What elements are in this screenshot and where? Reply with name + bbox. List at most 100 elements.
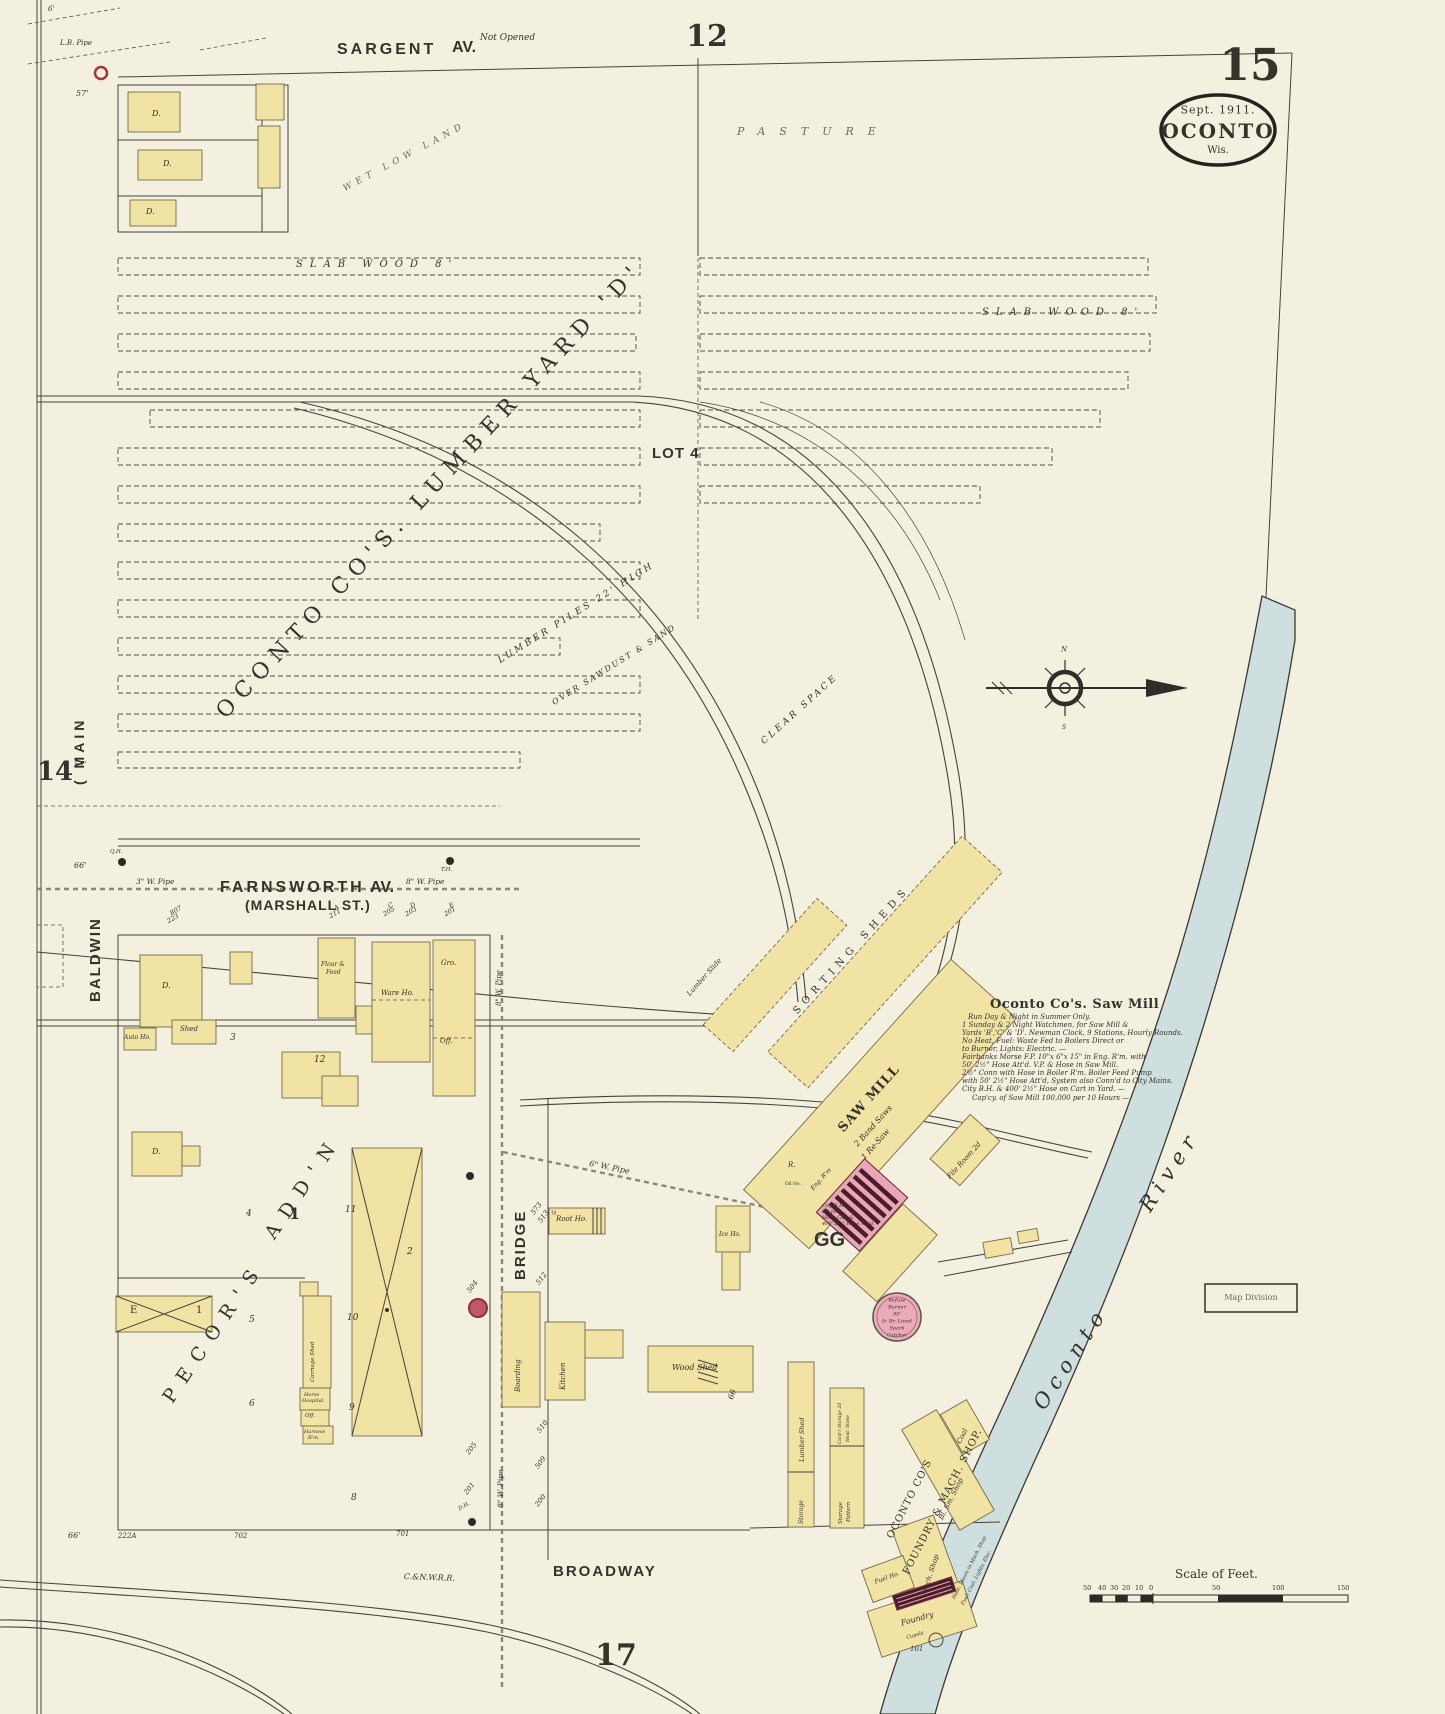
house-number: 205 bbox=[381, 904, 397, 919]
stamp-state: Wis. bbox=[1207, 145, 1229, 156]
pipe-label: 3" W. Pipe bbox=[136, 877, 175, 886]
building-label-warehouse: Ware Ho. bbox=[381, 989, 414, 997]
lot-number: 12 bbox=[314, 1055, 326, 1065]
story-mark: ½ bbox=[551, 1210, 557, 1217]
building-label-machine-shop: Mach. Shop bbox=[920, 1553, 941, 1597]
building-label-foundry: Foundry bbox=[899, 1609, 935, 1628]
sawmill-note-line: Fairbanks Morse F.P. 10"x 6"x 15" in Eng… bbox=[962, 1053, 1146, 1061]
hydrant-dot bbox=[446, 857, 454, 865]
house-number: 509 bbox=[533, 1454, 548, 1471]
hydrant-label: Q.H. bbox=[110, 849, 123, 855]
house-number: 201 bbox=[462, 1480, 477, 1497]
sawmill-note-line: 2½" Conn with Hose in Boiler R'm. Boiler… bbox=[962, 1069, 1152, 1077]
building-label-flour-1: Flour & bbox=[321, 961, 345, 968]
building-label-grocery: Gro. bbox=[441, 959, 457, 967]
building-label-cupola: Cupola bbox=[905, 1630, 925, 1641]
city-bh-note: Oil Ho. bbox=[822, 1209, 840, 1215]
building-label-shed: Shed bbox=[180, 1025, 198, 1033]
lot-number: 9 bbox=[349, 1403, 355, 1413]
building-label-lumber-slide: Lumber Slide bbox=[685, 956, 724, 998]
foundry-complex bbox=[860, 1398, 995, 1658]
compass-rose bbox=[986, 660, 1188, 716]
sawmill-note-line: with 50' 2½" Hose Att'd, System also Con… bbox=[962, 1077, 1173, 1085]
street-baldwin: BALDWIN bbox=[87, 917, 104, 1002]
street-broadway: BROADWAY bbox=[553, 1563, 657, 1580]
house-number: 205 bbox=[464, 1440, 479, 1457]
building-label-auto-house: Auto Ho. bbox=[124, 1034, 151, 1041]
building-label-sorting-sheds: SORTING SHEDS bbox=[791, 883, 913, 1017]
street-sargent-av: AV. bbox=[452, 39, 477, 56]
building-label-wood-shed: Wood Shed bbox=[672, 1363, 718, 1372]
area-lot-4: LOT 4 bbox=[652, 445, 700, 462]
river-name-2: River bbox=[1134, 1125, 1205, 1216]
compass-north: N bbox=[1060, 645, 1068, 654]
house-number: 203 bbox=[403, 904, 419, 919]
pipe-label: 6" W. Pipe bbox=[588, 1159, 631, 1176]
lumber-pile-rows bbox=[37, 257, 1157, 807]
building-label-horse-hospital-1: Horse bbox=[304, 1392, 320, 1398]
house-number: 512 bbox=[534, 1270, 549, 1287]
street-bridge: BRIDGE bbox=[512, 1209, 529, 1280]
building-label-flour-2: Feed bbox=[326, 969, 341, 976]
dwelling-label: D. bbox=[146, 207, 155, 216]
hydrant-label: T.H. bbox=[441, 867, 453, 873]
house-number: 510 bbox=[535, 1418, 550, 1435]
scale-tick: 100 bbox=[1272, 1584, 1285, 1592]
pipe-label: 8" W. Pipe bbox=[406, 877, 445, 886]
building-label-file-room: File Room 2d bbox=[945, 1140, 983, 1181]
city-bh-note: Hose Cart & bbox=[822, 1215, 854, 1221]
sawmill-note-line: 1 Sunday & 2 Night Watchmen, for Saw Mil… bbox=[962, 1021, 1129, 1029]
building-label-harness-1: Harness bbox=[304, 1429, 326, 1435]
area-slab-wood-right: SLAB WOOD 8' bbox=[982, 307, 1145, 318]
house-number: 701 bbox=[396, 1530, 410, 1538]
scale-tick: 40 bbox=[1098, 1584, 1107, 1592]
block-number: 1 bbox=[289, 1204, 301, 1223]
width-mark: 66' bbox=[74, 861, 87, 870]
scale-tick: 50 bbox=[1083, 1584, 1092, 1592]
building-label-horse-hospital-2: Hospital bbox=[302, 1398, 324, 1404]
refuse-burner-label: Refuse bbox=[888, 1297, 906, 1304]
sawmill-note-line: Yards 'B','C' & 'D'. Newman Clock, 9 Sta… bbox=[962, 1029, 1183, 1037]
scale-title: Scale of Feet. bbox=[1175, 1567, 1258, 1581]
building-label-office: Off. bbox=[440, 1037, 453, 1045]
buildings bbox=[115, 83, 865, 1529]
lot-number: 4 bbox=[246, 1209, 252, 1219]
map-division-stamp: Map Division bbox=[1224, 1293, 1278, 1302]
building-label-engine-room: Eng. R'm bbox=[809, 1166, 834, 1193]
stamp-city: OCONTO bbox=[1161, 119, 1275, 143]
sawmill-note-line: No Heat, Fuel: Waste Fed to Boilers Dire… bbox=[962, 1037, 1124, 1045]
building-label-1: 1 bbox=[196, 1305, 203, 1316]
refuse-burner-label: Spark bbox=[889, 1325, 905, 1332]
building-label-lumber-shed: Lumber Shed bbox=[798, 1417, 806, 1463]
lot-number: 10 bbox=[347, 1313, 359, 1323]
building-label-storage: Storage bbox=[838, 1502, 844, 1524]
building-label-carpenter: Carp'r Storage 2d bbox=[838, 1402, 843, 1444]
hydrant-dot bbox=[466, 1172, 474, 1180]
building-label-office: Off. bbox=[305, 1413, 316, 1419]
sawmill-note-line: Cap'cy. of Saw Mill 100,000 per 10 Hours… bbox=[972, 1094, 1130, 1102]
building-label-root-house: Root Ho. bbox=[556, 1215, 588, 1223]
scale-tick: 0 bbox=[1149, 1584, 1154, 1592]
hydrant-dot bbox=[118, 858, 126, 866]
scale-tick: 10 bbox=[1135, 1584, 1144, 1592]
pipe-label: 8" W. Pipe bbox=[495, 970, 503, 1006]
house-number: 504 bbox=[465, 1278, 480, 1295]
house-number: 223 bbox=[165, 911, 181, 926]
building-label-r: R. bbox=[788, 1161, 796, 1169]
building-label-heat-stove: Heat: Stove bbox=[846, 1415, 851, 1442]
railroad-label: C.&N.W.R.R. bbox=[403, 1572, 456, 1583]
scale-tick: 30 bbox=[1110, 1584, 1119, 1592]
city-bh-note: 400' 2½" Hose Att'd. bbox=[822, 1221, 875, 1227]
adjacent-sheet-top: 12 bbox=[686, 19, 728, 54]
pipe-label: L.B. Pipe bbox=[60, 39, 93, 47]
street-farnsworth-alt: (MARSHALL ST.) bbox=[245, 897, 371, 913]
addition-name-1: PECOR'S bbox=[158, 1256, 270, 1408]
title-stamp-oval bbox=[1159, 93, 1277, 167]
lumber-yard-note-2: OVER SAWDUST & SAND bbox=[550, 622, 678, 707]
lumber-yard-title: OCONTO CO'S. LUMBER YARD 'D' bbox=[211, 256, 650, 724]
map-division-stamp-box bbox=[1204, 1283, 1298, 1313]
building-label-e: E bbox=[130, 1305, 138, 1316]
building-label-pattern: Pattern bbox=[846, 1501, 852, 1522]
